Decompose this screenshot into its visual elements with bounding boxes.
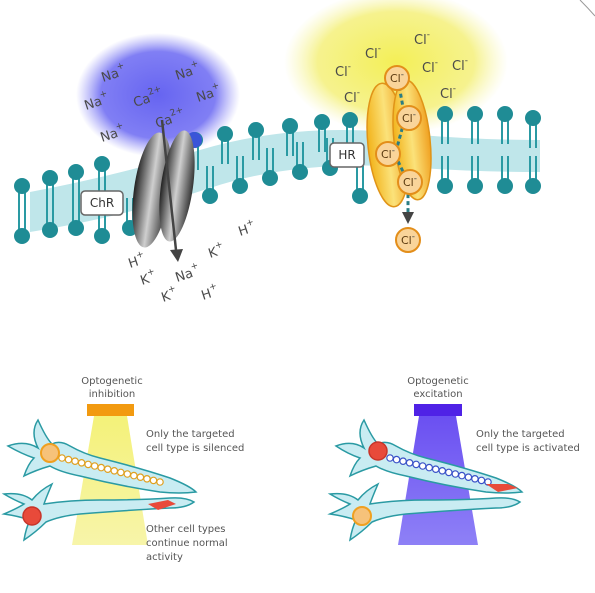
inhibition-title-2: inhibition	[89, 389, 136, 400]
chloride-labels: Cl-Cl-Cl-Cl-Cl-Cl-Cl-	[335, 30, 468, 106]
ion-label: K+	[206, 240, 227, 262]
other-cells-note-3: activity	[146, 552, 183, 563]
excitation-title-1: Optogenetic	[407, 376, 468, 387]
action-potential-excite	[486, 484, 518, 492]
chloride-ion-label: Cl-	[390, 70, 404, 85]
excitation-light-source	[414, 404, 462, 416]
ion-label: Cl-	[422, 58, 438, 76]
chloride-ion-label: Cl-	[381, 146, 395, 161]
excitation-panel: Optogenetic excitation Only the targeted…	[327, 376, 580, 545]
chloride-ions: Cl- Cl- Cl- Cl- Cl-	[375, 65, 423, 253]
ion-label: Cl-	[335, 62, 351, 80]
chr-label-box: ChR	[80, 190, 124, 216]
inhibition-light-source	[87, 404, 134, 416]
ion-label: H+	[126, 249, 148, 271]
excitation-title-2: excitation	[413, 389, 462, 400]
ion-label: H+	[199, 281, 221, 303]
chr-label: ChR	[90, 196, 114, 210]
excitation-note-2: cell type is activated	[476, 443, 580, 454]
action-potential-inhibit	[148, 500, 176, 510]
inhibition-note-1: Only the targeted	[146, 429, 235, 440]
excitation-note-1: Only the targeted	[476, 429, 565, 440]
corner-arc	[579, 0, 595, 17]
ion-label: Cl-	[452, 56, 468, 74]
inhibition-title-1: Optogenetic	[81, 376, 142, 387]
neuron-soma-active	[22, 506, 42, 526]
ion-label: Cl-	[440, 84, 456, 102]
ion-label: Na+	[173, 261, 203, 286]
inhibition-panel: Optogenetic inhibition Only the targeted…	[1, 376, 244, 563]
ion-label: Cl-	[365, 44, 381, 62]
chloride-ion-label: Cl-	[403, 174, 417, 189]
inhibition-note-2: cell type is silenced	[146, 443, 244, 454]
hr-label-box: HR	[329, 142, 365, 168]
neuron-soma-silenced	[40, 443, 60, 463]
neuron-targeted-inhibit	[6, 418, 198, 494]
blue-light-glow	[76, 33, 240, 157]
channelrhodopsin	[132, 119, 195, 262]
axon-dots-blue	[386, 454, 492, 486]
other-cells-note-1: Other cell types	[146, 524, 226, 535]
lipid-bilayer	[30, 130, 540, 232]
neuron-soma-other	[352, 506, 372, 526]
ion-label: K+	[159, 284, 180, 306]
ion-label: Cl-	[344, 88, 360, 106]
ion-label: H+	[236, 217, 258, 239]
ion-label: K+	[138, 267, 159, 289]
hr-label: HR	[338, 148, 355, 162]
chloride-ion-label: Cl-	[401, 232, 415, 247]
neuron-other-excite	[327, 482, 522, 542]
chloride-ion-label: Cl-	[402, 110, 416, 125]
other-cells-note-2: continue normal	[146, 538, 228, 549]
neuron-soma-activated	[368, 441, 388, 461]
axon-dots-yellow	[58, 454, 164, 486]
neuron-targeted-excite	[334, 418, 524, 494]
ion-label: Cl-	[414, 30, 430, 48]
neuron-other-inhibit	[1, 482, 196, 542]
lipid-molecules	[14, 106, 541, 244]
